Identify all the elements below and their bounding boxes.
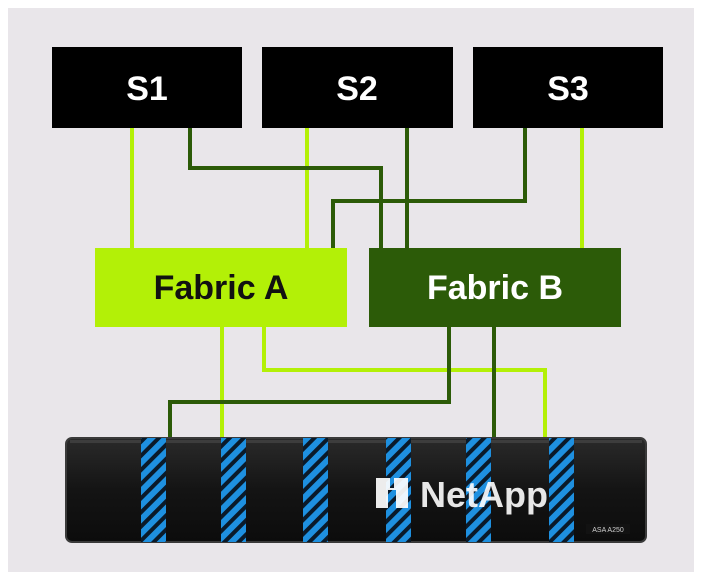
link-s3-fabric-b	[331, 128, 527, 248]
server-s3-label: S3	[547, 70, 589, 108]
server-s1[interactable]: S1	[52, 47, 242, 128]
storage-model: ASA A250	[592, 527, 624, 534]
netapp-logo-icon	[376, 478, 408, 508]
drive-bay	[141, 438, 166, 542]
storage-chassis	[66, 438, 646, 542]
server-s1-label: S1	[126, 70, 168, 108]
drive-bay	[549, 438, 574, 542]
link-s1-fabric-b	[188, 128, 383, 248]
storage-brand: NetApp	[420, 474, 548, 515]
fabric-a-links	[130, 128, 584, 438]
server-s2-label: S2	[336, 70, 378, 108]
link-fabric-a-storage-2	[262, 327, 547, 438]
drive-bay	[466, 438, 491, 542]
storage-array[interactable]: NetApp ASA A250	[65, 437, 647, 543]
server-s2[interactable]: S2	[262, 47, 453, 128]
link-fabric-b-storage-1	[168, 327, 451, 438]
drive-bay	[221, 438, 246, 542]
fabric-b-label: Fabric B	[427, 269, 563, 307]
server-s3[interactable]: S3	[473, 47, 663, 128]
fabric-a-label: Fabric A	[154, 269, 289, 307]
drive-bay	[303, 438, 328, 542]
fabric-b-switch[interactable]: Fabric B	[369, 248, 621, 327]
fabric-a-switch[interactable]: Fabric A	[95, 248, 347, 327]
fabric-b-links	[168, 128, 527, 438]
